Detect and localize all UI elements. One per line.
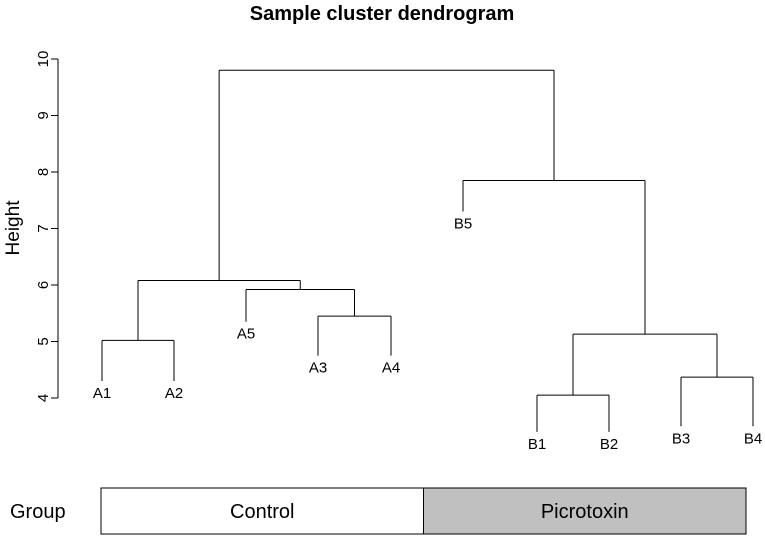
- y-tick-label: 6: [35, 281, 52, 289]
- leaf-label: B3: [672, 430, 690, 447]
- leaf-label: A4: [382, 360, 400, 377]
- chart-title: Sample cluster dendrogram: [250, 3, 515, 25]
- y-tick-label: 9: [35, 111, 52, 119]
- y-tick-label: 10: [35, 51, 52, 68]
- group-segment: [100, 487, 424, 535]
- leaf-label: B4: [744, 430, 762, 447]
- y-axis-label: Height: [3, 200, 24, 256]
- leaf-label: A2: [165, 385, 183, 402]
- group-segment: [423, 487, 747, 535]
- leaf-label: B5: [454, 216, 472, 233]
- group-label: Group: [10, 501, 66, 523]
- y-tick-label: 8: [35, 168, 52, 176]
- leaf-label: B2: [600, 436, 618, 453]
- leaf-label: A5: [237, 326, 255, 343]
- y-tick-label: 7: [35, 224, 52, 232]
- leaf-label: A3: [309, 360, 327, 377]
- leaf-label: B1: [528, 436, 546, 453]
- y-tick-label: 5: [35, 337, 52, 345]
- y-axis: 4 5 6 7 8 9 10: [35, 51, 59, 402]
- y-tick-label: 4: [35, 394, 52, 402]
- group-segment-label: Picrotoxin: [541, 501, 629, 523]
- leaf-label: A1: [93, 385, 111, 402]
- group-bar: Group Control Picrotoxin: [10, 487, 747, 535]
- dendrogram-tree: [101, 69, 754, 432]
- group-segment-label: Control: [230, 501, 294, 523]
